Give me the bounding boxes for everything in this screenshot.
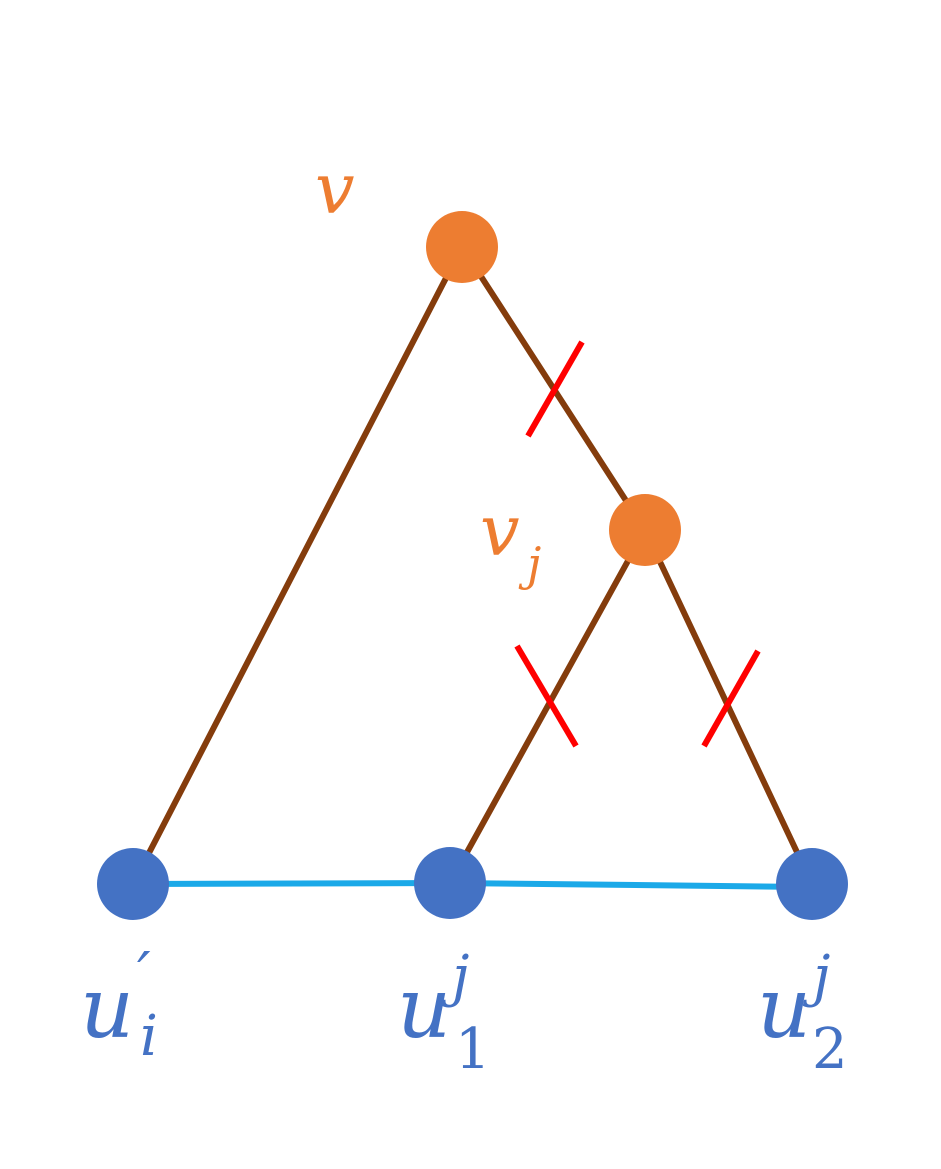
node-u2 [776, 848, 848, 920]
label-vj: v [480, 490, 520, 572]
label-v: v [315, 148, 355, 230]
edge-u1-u2 [447, 880, 815, 890]
label-u1: u [397, 959, 451, 1057]
label-u2: u [757, 959, 811, 1057]
label-ui-sup: ′ [137, 940, 151, 1010]
cut-mark-vj-u1 [514, 644, 579, 748]
nodes-layer [97, 211, 848, 920]
edge-vj-u1 [447, 527, 648, 886]
label-ui: u [80, 959, 134, 1057]
label-u1-sub: 1 [455, 1017, 491, 1082]
label-u2-sub: 2 [812, 1017, 848, 1082]
node-ui [97, 848, 169, 920]
labels-layer: v v j u ′ i u j 1 u j [80, 148, 848, 1082]
cut-marks-layer [514, 340, 761, 748]
node-u1 [414, 847, 486, 919]
edge-ui-u1 [130, 880, 453, 887]
label-ui-sub: i [140, 1004, 158, 1069]
cut-mark-vj-u2 [701, 649, 761, 748]
node-v [426, 211, 498, 283]
node-vj [609, 494, 681, 566]
cut-mark-v-vj [525, 340, 585, 438]
edge-v-ui [130, 244, 465, 887]
